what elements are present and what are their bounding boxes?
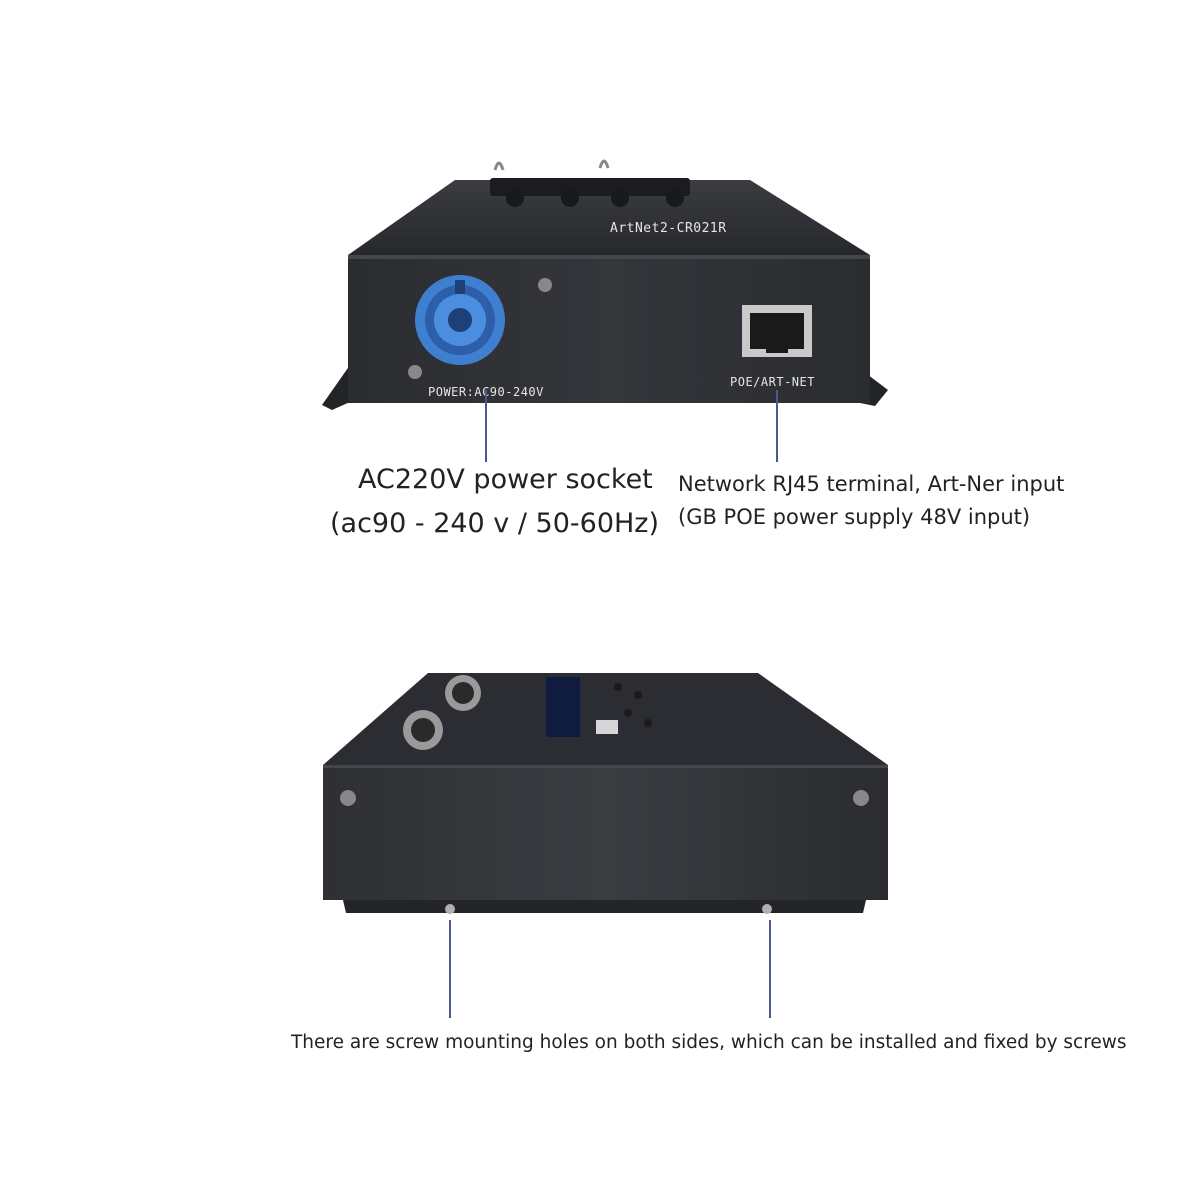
network-caption-line1: Network RJ45 terminal, Art-Ner input — [678, 472, 1065, 496]
rj45-port — [742, 305, 812, 357]
screw-bottom-left — [408, 365, 422, 379]
screw-top-right — [538, 278, 552, 292]
network-leader-line — [776, 390, 778, 462]
network-label: POE/ART-NET — [730, 375, 815, 389]
bottom-side-panel — [323, 765, 888, 900]
lcd-display — [546, 677, 580, 737]
side-screw-right — [853, 790, 869, 806]
top-lid — [348, 180, 870, 255]
power-caption-line2: (ac90 - 240 v / 50-60Hz) — [330, 508, 660, 539]
mount-leader-right — [769, 920, 771, 1018]
side-screw-left — [340, 790, 356, 806]
mount-hole-left — [445, 904, 455, 914]
power-caption-line1: AC220V power socket — [358, 464, 653, 495]
mounting-flange — [343, 900, 866, 913]
power-leader-line — [485, 390, 487, 462]
power-connector — [415, 275, 505, 365]
network-caption-line2: (GB POE power supply 48V input) — [678, 505, 1031, 529]
mount-leader-left — [449, 920, 451, 1018]
model-label: ArtNet2-CR021R — [610, 221, 727, 236]
mount-caption: There are screw mounting holes on both s… — [291, 1032, 1127, 1053]
mount-hole-right — [762, 904, 772, 914]
bottom-device-photo — [318, 665, 893, 935]
top-device-photo: ArtNet2-CR021R POWER:AC90-240V POE/ART-N… — [310, 140, 900, 420]
